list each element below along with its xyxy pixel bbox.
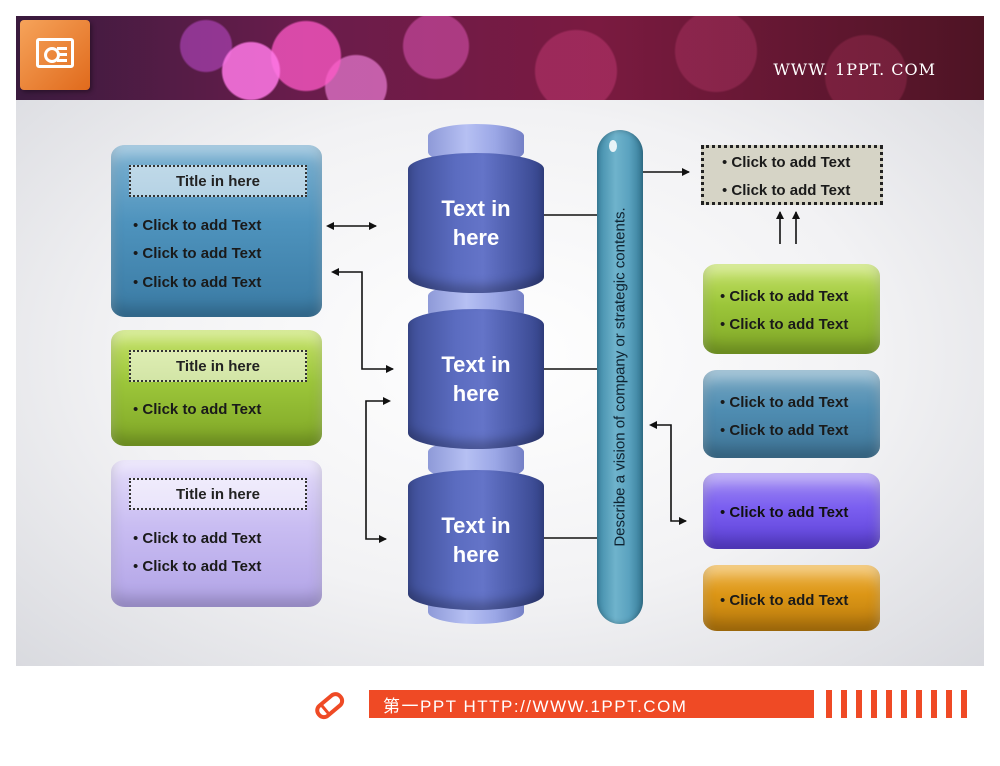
left-block-2[interactable]: Title in here Click to add Text (111, 330, 322, 446)
left-block-3[interactable]: Title in here Click to add Text Click to… (111, 460, 322, 607)
right-block-2-item-1[interactable]: Click to add Text (720, 394, 848, 411)
vision-pill[interactable]: Describe a vision of company or strategi… (597, 130, 643, 624)
right-block-2-item-2[interactable]: Click to add Text (720, 422, 848, 439)
left-block-1-title[interactable]: Title in here (129, 165, 307, 197)
pencil-icon (315, 692, 345, 720)
stack-cylinder-1-text[interactable]: Text in here (441, 196, 511, 250)
right-block-3-item-1[interactable]: Click to add Text (720, 504, 848, 521)
left-block-1-item-2[interactable]: Click to add Text (133, 245, 261, 262)
left-block-1-item-3[interactable]: Click to add Text (133, 274, 261, 291)
left-block-3-title[interactable]: Title in here (129, 478, 307, 510)
left-block-1[interactable]: Title in here Click to add Text Click to… (111, 145, 322, 317)
right-block-2[interactable]: Click to add Text Click to add Text (703, 370, 880, 458)
stack-cylinder-3-text[interactable]: Text in here (441, 513, 511, 567)
right-block-4[interactable]: Click to add Text (703, 565, 880, 631)
header-banner: WWW. 1PPT. COM (16, 16, 984, 100)
arrow-left1-stack2 (331, 268, 394, 373)
stack-cylinder-3[interactable]: Text in here (408, 470, 544, 610)
arrow-pill-rightblocks (649, 421, 687, 525)
stack-cylinder-2[interactable]: Text in here (408, 309, 544, 449)
header-url: WWW. 1PPT. COM (773, 60, 936, 79)
top-right-item-2[interactable]: Click to add Text (722, 182, 850, 199)
right-block-1[interactable]: Click to add Text Click to add Text (703, 264, 880, 354)
left-block-2-item-1[interactable]: Click to add Text (133, 401, 261, 418)
right-block-1-item-2[interactable]: Click to add Text (720, 316, 848, 333)
right-block-1-item-1[interactable]: Click to add Text (720, 288, 848, 305)
pill-highlight (609, 140, 617, 152)
presentation-logo-icon (20, 20, 90, 90)
right-block-4-item-1[interactable]: Click to add Text (720, 592, 848, 609)
footer-banner[interactable]: 第一PPT HTTP://WWW.1PPT.COM (369, 690, 814, 718)
left-block-2-title[interactable]: Title in here (129, 350, 307, 382)
stack-cylinder-1[interactable]: Text in here (408, 153, 544, 293)
left-block-1-item-1[interactable]: Click to add Text (133, 217, 261, 234)
left-block-3-item-1[interactable]: Click to add Text (133, 530, 261, 547)
arrow-stack2-stack3 (365, 397, 391, 543)
left-block-3-item-2[interactable]: Click to add Text (133, 558, 261, 575)
right-block-3[interactable]: Click to add Text (703, 473, 880, 549)
top-right-box[interactable]: Click to add Text Click to add Text (701, 145, 883, 205)
top-right-item-1[interactable]: Click to add Text (722, 154, 850, 171)
stack-cylinder-2-text[interactable]: Text in here (441, 352, 511, 406)
